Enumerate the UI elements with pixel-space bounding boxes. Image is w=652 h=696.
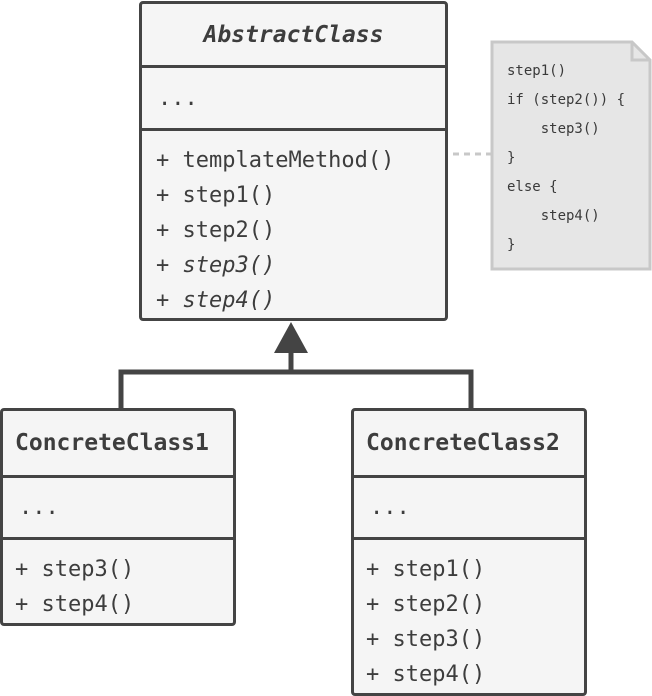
concrete-class-1-name: ConcreteClass1 [15,430,209,456]
note-line: step1() [507,63,567,79]
concrete-class-1-box: ConcreteClass1 ... + step3() + step4() [0,408,236,626]
inheritance-arrowhead [274,322,308,353]
note-line: } [507,237,516,253]
note-line: else { [507,179,558,195]
method-step3: + step3() [15,557,135,582]
method-step2: + step2() [156,218,276,243]
concrete-class-1-attributes: ... [3,475,233,537]
abstract-class-box: AbstractClass ... + templateMethod() + s… [139,1,448,321]
concrete-class-2-attributes: ... [354,475,584,537]
note-line: if (step2()) { [507,92,626,108]
inheritance-connector [118,352,474,408]
note-line: step3() [507,121,600,137]
method-step3: + step3() [156,253,276,278]
note-folded-corner [630,42,650,62]
method-step4: + step4() [366,662,486,687]
concrete-class-2-name: ConcreteClass2 [366,430,560,456]
note-line: } [507,150,516,166]
template-method-note: step1() if (step2()) { step3() } else { … [507,57,625,260]
method-template-method: + templateMethod() [156,148,395,173]
method-step1: + step1() [366,557,486,582]
concrete-class-2-methods: + step1() + step2() + step3() + step4() [354,537,584,692]
concrete-class-1-methods: + step3() + step4() [3,537,233,622]
method-step3: + step3() [366,627,486,652]
concrete-class-2-box: ConcreteClass2 ... + step1() + step2() +… [351,408,587,696]
note-line: step4() [507,208,600,224]
method-step1: + step1() [156,183,276,208]
method-step2: + step2() [366,592,486,617]
method-step4: + step4() [156,288,276,313]
abstract-class-name: AbstractClass [203,21,384,48]
note-shape [490,40,652,271]
abstract-class-methods: + templateMethod() + step1() + step2() +… [142,128,445,318]
method-step4: + step4() [15,592,135,617]
abstract-class-attributes: ... [142,65,445,128]
